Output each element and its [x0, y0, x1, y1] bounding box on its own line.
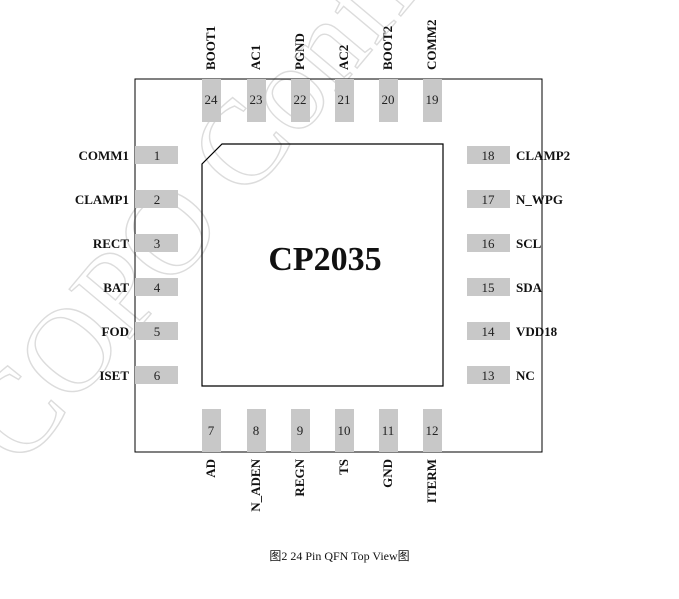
pin-15-number: 15 — [482, 280, 495, 295]
chip-part-number: CP2035 — [268, 241, 381, 278]
pin-12-label: ITERM — [424, 459, 439, 503]
pin-12-number: 12 — [426, 423, 439, 438]
pin-14-pad — [467, 322, 510, 340]
pin-13-label: NC — [516, 368, 535, 383]
pin-8-pad — [247, 409, 266, 452]
pin-9-pad — [291, 409, 310, 452]
pin-20-label: BOOT2 — [380, 26, 395, 70]
pin-14-number: 14 — [482, 324, 496, 339]
pin-5-pad — [135, 322, 178, 340]
pin-7-number: 7 — [208, 423, 215, 438]
pin-21-number: 21 — [338, 92, 351, 107]
pin-5-label: FOD — [102, 324, 129, 339]
pin-23-number: 23 — [250, 92, 263, 107]
pin-10-number: 10 — [338, 423, 351, 438]
pin-13-number: 13 — [482, 368, 495, 383]
pin-7-label: AD — [203, 459, 218, 478]
pins-layer: 24BOOT123AC122PGND21AC220BOOT219COMM27AD… — [75, 19, 570, 511]
pin-9-label: REGN — [292, 458, 307, 496]
pin-16-pad — [467, 234, 510, 252]
pin-11-number: 11 — [382, 423, 395, 438]
pin-24-pad — [202, 79, 221, 122]
pin-4-pad — [135, 278, 178, 296]
pin-21-pad — [335, 79, 354, 122]
pin-18-number: 18 — [482, 148, 495, 163]
pin-8-number: 8 — [253, 423, 260, 438]
pin-4-number: 4 — [154, 280, 161, 295]
pin-6-number: 6 — [154, 368, 161, 383]
pin-23-pad — [247, 79, 266, 122]
pin-22-number: 22 — [294, 92, 307, 107]
pin-2-label: CLAMP1 — [75, 192, 129, 207]
pin-1-number: 1 — [154, 148, 161, 163]
pin-11-pad — [379, 409, 398, 452]
pin-22-pad — [291, 79, 310, 122]
pin-4-label: BAT — [103, 280, 129, 295]
pin-24-label: BOOT1 — [203, 26, 218, 70]
pin-19-pad — [423, 79, 442, 122]
pin-6-pad — [135, 366, 178, 384]
pin-18-pad — [467, 146, 510, 164]
pin-17-pad — [467, 190, 510, 208]
pin-2-number: 2 — [154, 192, 161, 207]
pin-19-label: COMM2 — [424, 19, 439, 70]
pin-17-number: 17 — [482, 192, 496, 207]
pin-15-label: SDA — [516, 280, 543, 295]
pin-13-pad — [467, 366, 510, 384]
pin-21-label: AC2 — [336, 45, 351, 70]
pin-20-pad — [379, 79, 398, 122]
pin-12-pad — [423, 409, 442, 452]
pin-18-label: CLAMP2 — [516, 148, 570, 163]
pin-11-label: GND — [380, 459, 395, 488]
pin-8-label: N_ADEN — [248, 458, 263, 511]
pin-19-number: 19 — [426, 92, 439, 107]
pin-15-pad — [467, 278, 510, 296]
pin-3-number: 3 — [154, 236, 161, 251]
pin-17-label: N_WPG — [516, 192, 563, 207]
pin-9-number: 9 — [297, 423, 304, 438]
pin-14-label: VDD18 — [516, 324, 558, 339]
die-outline — [201, 143, 444, 387]
pin-24-number: 24 — [205, 92, 219, 107]
pin-1-pad — [135, 146, 178, 164]
pin-6-label: ISET — [99, 368, 129, 383]
pin-22-label: PGND — [292, 33, 307, 70]
pin-10-label: TS — [336, 459, 351, 475]
figure-caption: 图2 24 Pin QFN Top View图 — [269, 549, 410, 563]
pin-16-label: SCL — [516, 236, 542, 251]
pin-20-number: 20 — [382, 92, 395, 107]
pin-23-label: AC1 — [248, 45, 263, 70]
pin-16-number: 16 — [482, 236, 496, 251]
pin-3-label: RECT — [93, 236, 129, 251]
pin-7-pad — [202, 409, 221, 452]
pin-5-number: 5 — [154, 324, 161, 339]
pin-3-pad — [135, 234, 178, 252]
pin-2-pad — [135, 190, 178, 208]
pin-1-label: COMM1 — [78, 148, 129, 163]
pin-10-pad — [335, 409, 354, 452]
